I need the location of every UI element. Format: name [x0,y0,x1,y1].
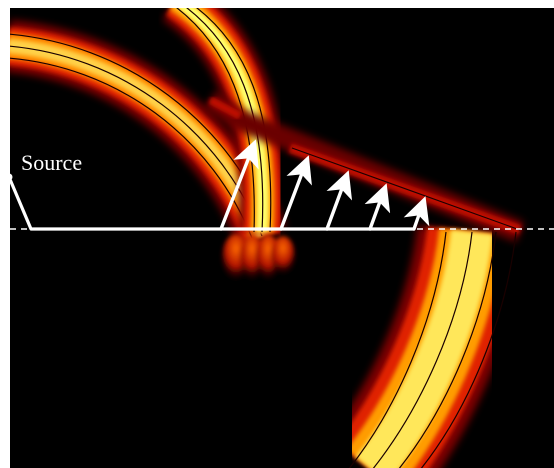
ray-arrow [403,196,430,231]
head-wave [203,90,525,243]
ray-arrow [279,155,312,231]
ray-arrow [364,183,391,231]
transmitted-wavefront [328,224,527,468]
ray-arrows [219,139,430,231]
source-point [5,173,13,181]
ray-arrow [219,139,259,231]
reflected-wavefront [162,8,287,234]
ray-arrow [325,170,353,231]
source-ray [7,176,414,231]
source-label: Source [21,150,82,175]
near-field-lobes [222,234,295,282]
